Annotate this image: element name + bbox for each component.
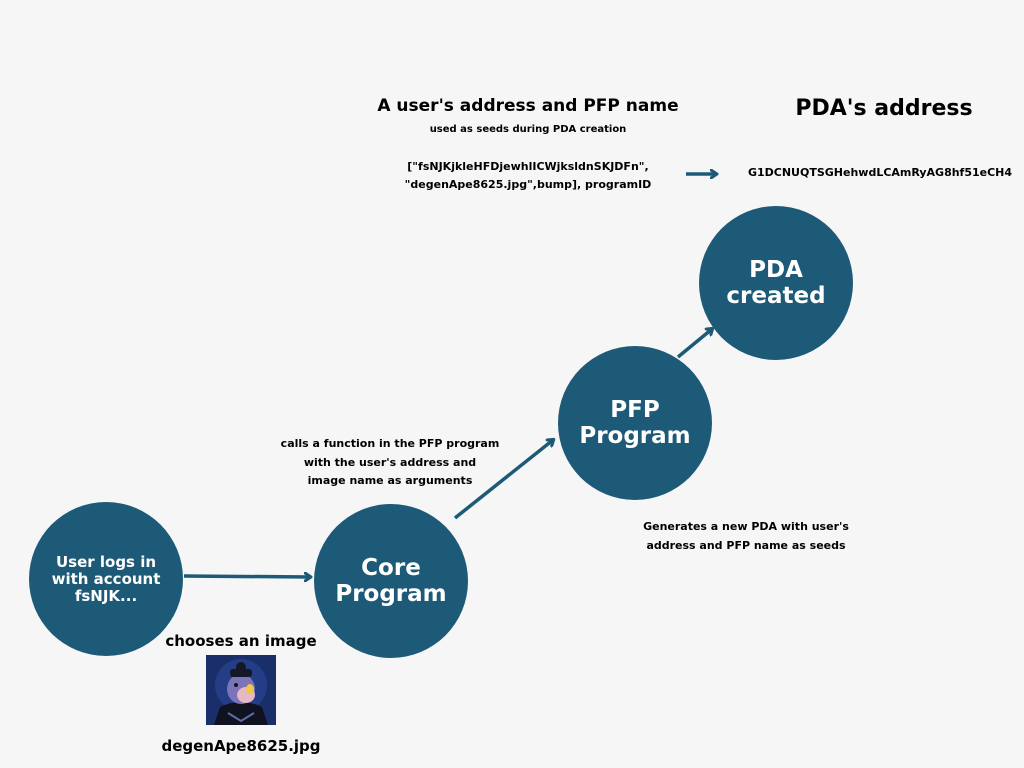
generates-annotation-line2: address and PFP name as seeds — [646, 539, 846, 552]
seeds-array-line2: "degenApe8625.jpg",bump], programID — [404, 178, 652, 191]
seeds-array-line1: ["fsNJKjkleHFDjewhlICWjksldnSKJDFn", — [407, 160, 649, 173]
node-pfp-program: PFP Program — [558, 346, 712, 500]
seeds-title: A user's address and PFP name — [377, 96, 679, 116]
calls-annotation-line2: with the user's address and — [303, 456, 477, 469]
calls-annotation-line1: calls a function in the PFP program — [280, 437, 500, 450]
seeds-subtitle: used as seeds during PDA creation — [429, 124, 627, 135]
generates-annotation-line1: Generates a new PDA with user's — [643, 520, 849, 533]
image-filename: degenApe8625.jpg — [161, 737, 321, 755]
pda-address-value: G1DCNUQTSGHehwdLCAmRyAG8hf51eCH4 — [747, 166, 1013, 179]
arrow-core-to-pfp — [453, 440, 553, 520]
node-core-program: Core Program — [314, 504, 468, 658]
chooses-image-label: chooses an image — [165, 632, 317, 650]
calls-annotation-line3: image name as arguments — [307, 474, 473, 487]
arrow-user-to-core — [183, 576, 310, 577]
ape-avatar-image — [206, 655, 276, 725]
node-pda-created: PDA created — [699, 206, 853, 360]
pda-address-title: PDA's address — [795, 96, 973, 121]
arrow-pfp-to-pda — [676, 329, 712, 359]
node-user-login: User logs in with account fsNJK... — [29, 502, 183, 656]
